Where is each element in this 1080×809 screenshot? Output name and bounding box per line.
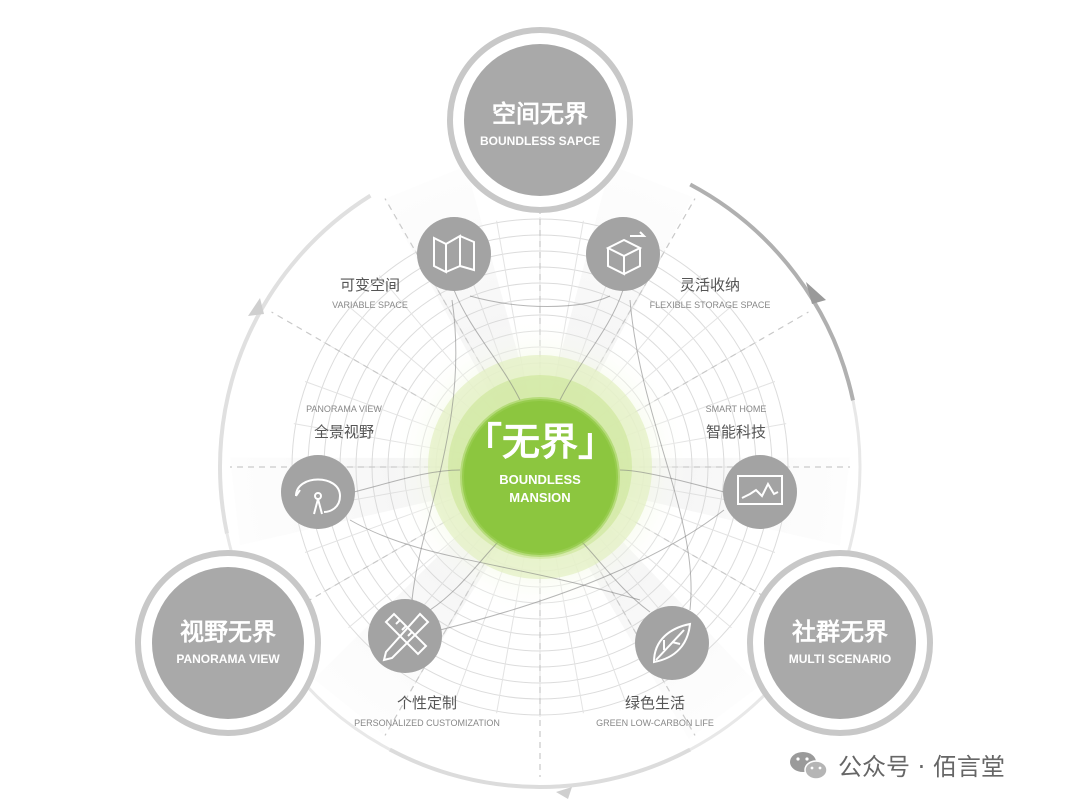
node-label: 个性定制 [397, 694, 457, 712]
wechat-icon [790, 752, 828, 780]
ruler-pencil-icon [382, 612, 430, 662]
watermark: 公众号 · 佰言堂 [790, 752, 1005, 781]
node-sublabel: SMART HOME [706, 404, 767, 414]
center-title: 「无界」 [464, 420, 616, 464]
node-label: 绿色生活 [625, 694, 685, 712]
hub-title: 社群无界 [792, 618, 888, 646]
hub-title: 视野无界 [180, 618, 276, 646]
center-subtitle-line2: MANSION [509, 490, 570, 505]
node-variable-space: 可变空间 VARIABLE SPACE [332, 217, 491, 310]
hub-multi-scenario: 社群无界 MULTI SCENARIO [747, 550, 933, 736]
node-sublabel: PANORAMA VIEW [306, 404, 382, 414]
connector-curves [349, 289, 725, 631]
node-sublabel: VARIABLE SPACE [332, 300, 408, 310]
connector-curve [349, 519, 641, 601]
connector-curve [429, 539, 501, 611]
arrow-icon [556, 787, 572, 799]
node-sublabel: FLEXIBLE STORAGE SPACE [650, 300, 771, 310]
connector-curve [411, 299, 457, 601]
node-label: 智能科技 [706, 423, 766, 441]
connector-curve [629, 299, 692, 611]
arrow-icon [248, 298, 264, 316]
hub-title: 空间无界 [492, 100, 588, 128]
arrow-icon [806, 282, 826, 304]
leaf-icon [652, 622, 692, 664]
watermark-text: 公众号 · 佰言堂 [838, 753, 1005, 781]
node-smart-home: SMART HOME 智能科技 [706, 404, 797, 529]
connector-curve [469, 295, 611, 307]
connector-curve [453, 289, 521, 401]
hub-panorama-view: 视野无界 PANORAMA VIEW [135, 550, 321, 736]
connector-curve [619, 469, 725, 493]
connector-curve [579, 539, 651, 613]
dashed-spoke [539, 311, 809, 468]
node-personalized-customization: 个性定制 PERSONALIZED CUSTOMIZATION [354, 599, 500, 728]
node-label: 灵活收纳 [680, 276, 740, 294]
outer-arc [218, 193, 372, 534]
hub-subtitle: PANORAMA VIEW [176, 652, 280, 666]
center-subtitle-line1: BOUNDLESS [499, 472, 581, 487]
node-label: 全景视野 [314, 423, 374, 441]
connector-curve [559, 289, 624, 401]
node-sublabel: GREEN LOW-CARBON LIFE [596, 718, 714, 728]
panorama-lamp-icon [295, 478, 342, 515]
center-core: 「无界」 BOUNDLESS MANSION [460, 397, 620, 557]
hub-boundless-space: 空间无界 BOUNDLESS SAPCE [447, 27, 633, 213]
node-green-life: 绿色生活 GREEN LOW-CARBON LIFE [596, 606, 714, 728]
outer-arc [689, 182, 855, 401]
outer-arc [388, 747, 692, 789]
node-flexible-storage: 灵活收纳 FLEXIBLE STORAGE SPACE [586, 217, 770, 310]
dashed-spoke [271, 311, 541, 468]
node-label: 可变空间 [340, 276, 400, 294]
dashed-spoke [271, 466, 541, 623]
connector-curve [439, 509, 725, 631]
storage-box-icon [605, 231, 647, 276]
hub-subtitle: MULTI SCENARIO [789, 652, 891, 666]
hub-subtitle: BOUNDLESS SAPCE [480, 134, 600, 148]
folding-panels-icon [433, 234, 475, 274]
monitor-chart-icon [737, 475, 783, 505]
node-panorama-view: PANORAMA VIEW 全景视野 [281, 404, 382, 529]
connector-curve [353, 469, 461, 493]
node-sublabel: PERSONALIZED CUSTOMIZATION [354, 718, 500, 728]
